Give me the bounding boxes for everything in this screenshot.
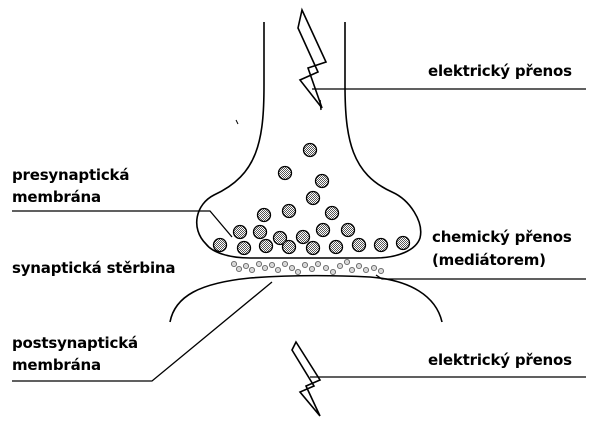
label-synaptic-cleft: synaptická stěrbina <box>12 259 175 277</box>
presynaptic-terminal-outline <box>197 22 421 258</box>
label-electric-top: elektrický přenos <box>428 62 572 80</box>
label-postsynaptic-line1: postsynaptická <box>12 334 138 352</box>
label-presynaptic-line1: presynaptická <box>12 166 129 184</box>
synaptic-vesicles <box>214 144 410 255</box>
postsynaptic-membrane <box>170 276 442 322</box>
electric-bolt-bottom-icon <box>292 342 320 416</box>
stray-mark <box>236 120 238 124</box>
label-postsynaptic-line2: membrána <box>12 356 101 374</box>
leader-chemical <box>376 275 586 279</box>
electric-bolt-top-icon <box>298 10 326 108</box>
mediator-molecules <box>231 259 383 274</box>
label-electric-bottom: elektrický přenos <box>428 351 572 369</box>
label-chemical-line1: chemický přenos <box>432 228 572 246</box>
label-chemical-line2: (mediátorem) <box>432 251 546 269</box>
label-presynaptic-line2: membrána <box>12 188 101 206</box>
